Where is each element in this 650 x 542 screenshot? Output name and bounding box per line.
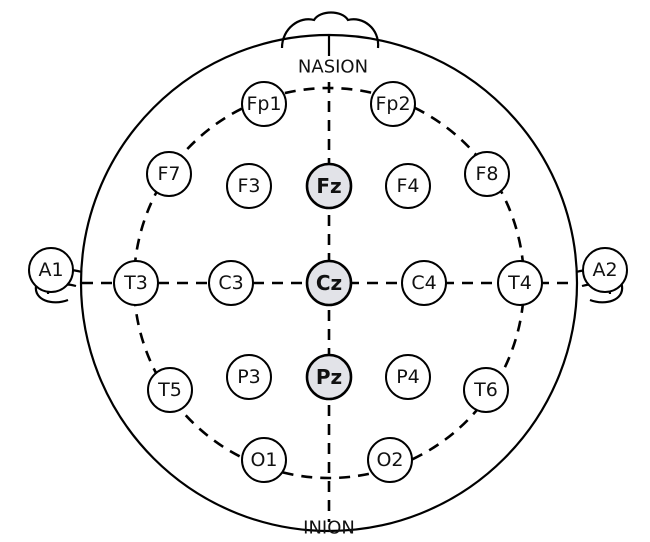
electrode-t6: T6 xyxy=(463,367,509,413)
electrode-circle xyxy=(385,163,431,209)
electrode-label: F4 xyxy=(396,175,419,197)
electrode-label: Pz xyxy=(316,365,342,389)
electrode-f3: F3 xyxy=(226,163,272,209)
electrode-circle xyxy=(582,247,628,293)
electrode-pz: Pz xyxy=(305,353,353,401)
electrode-circle xyxy=(226,354,272,400)
electrode-circle xyxy=(226,163,272,209)
electrode-fp2: Fp2 xyxy=(370,81,416,127)
electrode-a1: A1 xyxy=(28,247,74,293)
electrode-circle xyxy=(464,151,510,197)
electrode-circle xyxy=(370,81,416,127)
electrode-label: Fp1 xyxy=(246,93,281,115)
electrode-circle xyxy=(146,151,192,197)
electrode-f7: F7 xyxy=(146,151,192,197)
electrode-c3: C3 xyxy=(208,260,254,306)
electrode-circle xyxy=(497,260,543,306)
electrode-label: T6 xyxy=(473,379,498,401)
electrode-circle xyxy=(463,367,509,413)
electrode-circle xyxy=(28,247,74,293)
electrode-circle xyxy=(305,353,353,401)
electrode-label: Fz xyxy=(316,174,341,198)
nasion-label: NASION xyxy=(298,57,368,78)
electrode-label: A1 xyxy=(38,259,63,281)
electrode-circle xyxy=(305,259,353,307)
electrode-label: C3 xyxy=(218,272,243,294)
electrode-t4: T4 xyxy=(497,260,543,306)
electrode-circle xyxy=(241,81,287,127)
electrode-o2: O2 xyxy=(367,437,413,483)
electrode-circle xyxy=(147,367,193,413)
electrode-circle xyxy=(305,162,353,210)
head-outline xyxy=(79,33,579,533)
electrode-label: P3 xyxy=(237,366,261,388)
electrode-fz: Fz xyxy=(305,162,353,210)
electrode-label: O1 xyxy=(250,449,277,471)
electrode-o1: O1 xyxy=(241,437,287,483)
electrode-label: T5 xyxy=(157,379,182,401)
electrode-label: O2 xyxy=(376,449,403,471)
electrode-t5: T5 xyxy=(147,367,193,413)
inion-label: INION xyxy=(303,518,355,539)
electrode-p4: P4 xyxy=(385,354,431,400)
electrode-circle xyxy=(113,260,159,306)
electrode-cz: Cz xyxy=(305,259,353,307)
electrode-c4: C4 xyxy=(401,260,447,306)
electrode-label: C4 xyxy=(411,272,436,294)
electrode-circle xyxy=(241,437,287,483)
electrode-circle xyxy=(385,354,431,400)
electrode-label: T4 xyxy=(507,272,532,294)
electrode-label: F3 xyxy=(237,175,260,197)
electrode-a2: A2 xyxy=(582,247,628,293)
electrode-label: T3 xyxy=(123,272,148,294)
nose-outline xyxy=(280,11,380,49)
electrode-label: Fp2 xyxy=(375,93,410,115)
electrode-f8: F8 xyxy=(464,151,510,197)
electrode-label: F7 xyxy=(157,163,180,185)
electrode-label: F8 xyxy=(475,163,498,185)
electrode-label: Cz xyxy=(316,271,342,295)
electrode-circle xyxy=(401,260,447,306)
electrode-circle xyxy=(367,437,413,483)
electrode-label: P4 xyxy=(396,366,420,388)
electrode-circle xyxy=(208,260,254,306)
electrode-p3: P3 xyxy=(226,354,272,400)
electrode-label: A2 xyxy=(592,259,617,281)
electrode-f4: F4 xyxy=(385,163,431,209)
electrode-fp1: Fp1 xyxy=(241,81,287,127)
electrode-t3: T3 xyxy=(113,260,159,306)
